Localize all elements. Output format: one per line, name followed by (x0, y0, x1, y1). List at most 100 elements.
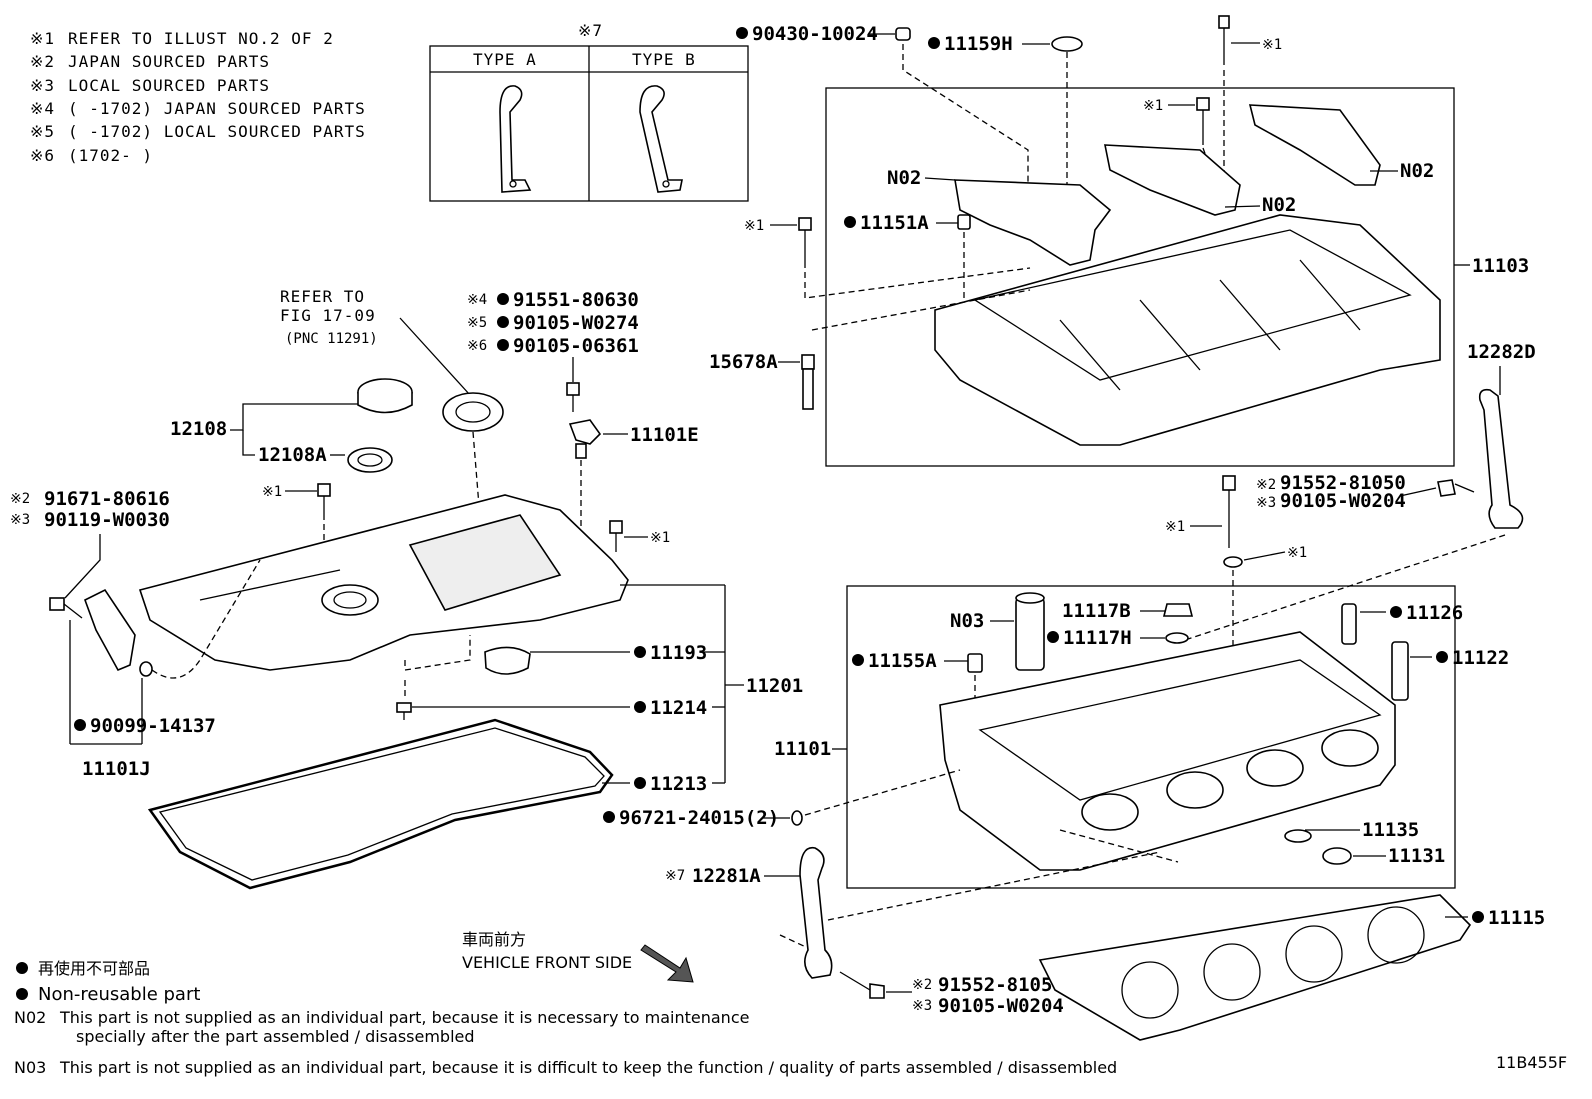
bullet-icon (497, 316, 509, 328)
bolt-head-icon (609, 520, 623, 534)
dashed-guide (804, 267, 1031, 299)
bolt-head-icon (869, 983, 885, 999)
legend-n03-code: N03 (14, 1058, 46, 1077)
legend-n02-line1: This part is not supplied as an individu… (59, 1008, 749, 1027)
note-2-mark: ※2 (30, 52, 55, 71)
label-11155A: 11155A (868, 650, 937, 672)
dashed-guide (404, 635, 471, 671)
note-6-text: (1702- ) (68, 146, 153, 165)
mark-3: ※3 (10, 512, 30, 528)
label-91552-81050-lower: 91552-81050 (938, 974, 1064, 996)
bolt-head-icon (1437, 479, 1456, 497)
type-a-header: TYPE A (473, 50, 537, 69)
cover-group: REFER TO FIG 17-09 (PNC 11291) ※4 91551-… (138, 287, 961, 890)
label-11151A: 11151A (860, 212, 929, 234)
housing-inner-edge (973, 229, 1412, 381)
label-11135: 11135 (1362, 819, 1419, 841)
label-11126: 11126 (1406, 602, 1463, 624)
dashed-guide (151, 559, 261, 679)
bullet-icon (928, 37, 940, 49)
leader-line (924, 177, 956, 181)
bullet-icon (1472, 911, 1484, 923)
valve-cover-body (138, 494, 629, 671)
bullet-icon (634, 777, 646, 789)
leader-bracket (230, 403, 360, 431)
label-11193: 11193 (650, 642, 707, 664)
bolt-shank (839, 971, 871, 991)
bullet-icon (16, 988, 28, 1000)
oil-cap-side (357, 392, 413, 414)
mark-7: ※7 (665, 868, 685, 884)
refer-line-3: (PNC 11291) (285, 331, 378, 347)
sleeve-N03-icon (1015, 597, 1045, 671)
direction-en: VEHICLE FRONT SIDE (462, 953, 632, 972)
housing-box (825, 87, 1455, 467)
mark-1: ※1 (1143, 98, 1163, 114)
sensor-stem (575, 443, 587, 459)
gasket-bore-1 (1121, 961, 1179, 1019)
note-3-mark: ※3 (30, 76, 55, 95)
bolt-head-icon (1196, 97, 1210, 111)
label-90105-W0204: 90105-W0204 (1280, 490, 1406, 512)
cylinder-head-group: N03 11117B 11117H 11126 11122 11155A 111… (774, 585, 1509, 889)
bearing-cap-middle (1104, 144, 1241, 216)
gasket-icon (1165, 632, 1189, 644)
note-3-text: LOCAL SOURCED PARTS (68, 76, 270, 95)
sleeve-top (1015, 592, 1045, 604)
bullet-icon (634, 646, 646, 658)
cover-gasket-icon (147, 718, 614, 890)
legend-jp: 再使用不可部品 (38, 959, 150, 978)
oring-icon (791, 810, 803, 826)
direction-indicator: 車両前方 VEHICLE FRONT SIDE (462, 930, 694, 983)
dashed-guide (1184, 534, 1506, 641)
port-2 (1166, 771, 1224, 809)
direction-jp: 車両前方 (462, 930, 526, 949)
port-1 (1081, 793, 1139, 831)
mark-1: ※1 (1165, 519, 1185, 535)
dashed-guide (902, 44, 1029, 200)
label-11122: 11122 (1452, 647, 1509, 669)
mark-2: ※2 (912, 977, 932, 993)
gasket-bore-2 (1203, 943, 1261, 1001)
emblem-icon (442, 392, 504, 432)
note-5-mark: ※5 (30, 122, 55, 141)
emblem-inner (455, 401, 491, 423)
dashed-guide (811, 289, 1031, 331)
valve-guide-icon (1341, 603, 1357, 645)
label-90105-W0274: 90105-W0274 (513, 312, 639, 334)
bullet-icon (634, 701, 646, 713)
lower-group: ※7 12281A ※2 91552-81050 ※3 90105-W0204 … (665, 846, 1545, 1041)
dashed-guide (827, 851, 1161, 921)
oil-filler-hole (321, 584, 379, 616)
legend-en: Non-reusable part (38, 984, 200, 1005)
bullet-icon (844, 216, 856, 228)
label-11101E: 11101E (630, 424, 699, 446)
label-11101J: 11101J (82, 758, 151, 780)
note-2-text: JAPAN SOURCED PARTS (68, 52, 270, 71)
label-91551-80630: 91551-80630 (513, 289, 639, 311)
refer-line-1: REFER TO (280, 287, 365, 306)
mark-5: ※5 (467, 315, 487, 331)
housing-rib (1299, 259, 1361, 331)
mark-6: ※6 (467, 338, 487, 354)
figure-id: 11B455F (1496, 1053, 1567, 1072)
mark-2: ※2 (10, 491, 30, 507)
mark-4: ※4 (467, 292, 487, 308)
note-1-mark: ※1 (30, 29, 55, 48)
note-5-text: ( -1702) LOCAL SOURCED PARTS (68, 122, 366, 141)
housing-rib (1219, 279, 1281, 351)
mark-1: ※1 (262, 484, 282, 500)
bullet-icon (1047, 631, 1059, 643)
upper-housing-group: 90430-10024 11159H ※1 ※1 N02 N02 N02 111… (709, 15, 1529, 467)
bullet-icon (1436, 651, 1448, 663)
label-N02: N02 (1262, 194, 1296, 216)
bolt-shank (63, 603, 83, 619)
bullet-icon (16, 962, 28, 974)
seal-icon (1284, 829, 1312, 843)
label-12108: 12108 (170, 418, 227, 440)
bearing-cap-right (1248, 104, 1381, 186)
head-inner-edge (978, 659, 1382, 801)
cap-gasket-icon (347, 447, 393, 473)
label-91671-80616: 91671-80616 (44, 488, 170, 510)
label-11117B: 11117B (1062, 600, 1131, 622)
